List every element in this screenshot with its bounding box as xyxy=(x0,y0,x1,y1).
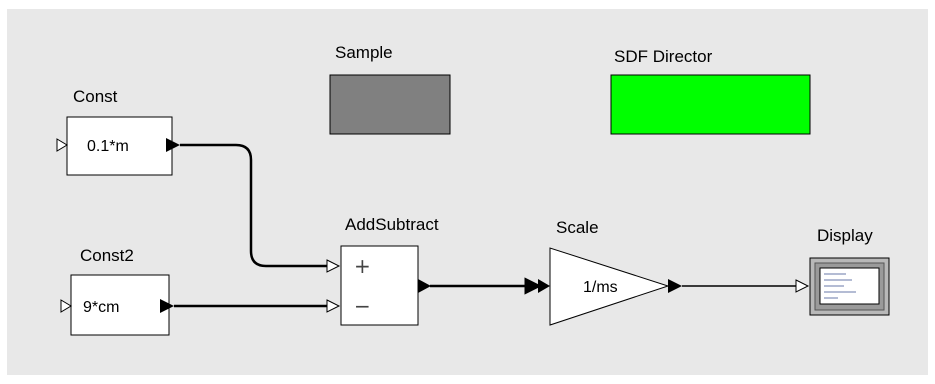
const2-value: 9*cm xyxy=(83,299,119,316)
scale-triangle[interactable] xyxy=(549,247,670,326)
const2-output-port[interactable] xyxy=(160,299,174,313)
add-subtract-label: AddSubtract xyxy=(345,215,439,234)
display-actor[interactable]: Display xyxy=(795,226,890,316)
const-label: Const xyxy=(73,87,118,106)
sample-label: Sample xyxy=(335,43,393,62)
const2-actor[interactable]: Const2 9*cm xyxy=(60,246,174,336)
add-subtract-output-port[interactable] xyxy=(418,279,431,293)
minus-sign: − xyxy=(354,294,371,318)
sdf-director[interactable]: SDF Director xyxy=(610,47,811,135)
sample-box[interactable] xyxy=(329,74,451,135)
sample-attribute[interactable]: Sample xyxy=(329,43,451,135)
const2-trigger-port[interactable] xyxy=(60,299,72,313)
const-value: 0.1*m xyxy=(87,138,129,155)
display-text-lines-icon xyxy=(824,273,856,299)
connection-const-to-plus[interactable] xyxy=(180,143,327,268)
director-box[interactable] xyxy=(610,74,811,135)
scale-label: Scale xyxy=(556,218,599,237)
display-input-port[interactable] xyxy=(795,279,810,293)
const-box[interactable] xyxy=(66,116,173,176)
display-label: Display xyxy=(817,226,873,245)
scale-actor[interactable]: Scale 1/ms xyxy=(538,218,682,326)
const2-label: Const2 xyxy=(80,246,134,265)
connections xyxy=(174,143,796,308)
scale-input-port[interactable] xyxy=(538,279,550,293)
add-subtract-box[interactable] xyxy=(340,245,419,326)
scale-value: 1/ms xyxy=(583,279,618,296)
plus-input-port[interactable] xyxy=(326,259,341,273)
scale-output-port[interactable] xyxy=(668,279,682,293)
plus-sign: + xyxy=(354,254,371,278)
const-output-port[interactable] xyxy=(166,138,180,152)
minus-input-port[interactable] xyxy=(326,299,341,313)
director-label: SDF Director xyxy=(614,47,713,66)
const-actor[interactable]: Const 0.1*m xyxy=(56,87,180,176)
const-trigger-port[interactable] xyxy=(56,138,68,152)
add-subtract-actor[interactable]: AddSubtract + − xyxy=(326,215,439,326)
